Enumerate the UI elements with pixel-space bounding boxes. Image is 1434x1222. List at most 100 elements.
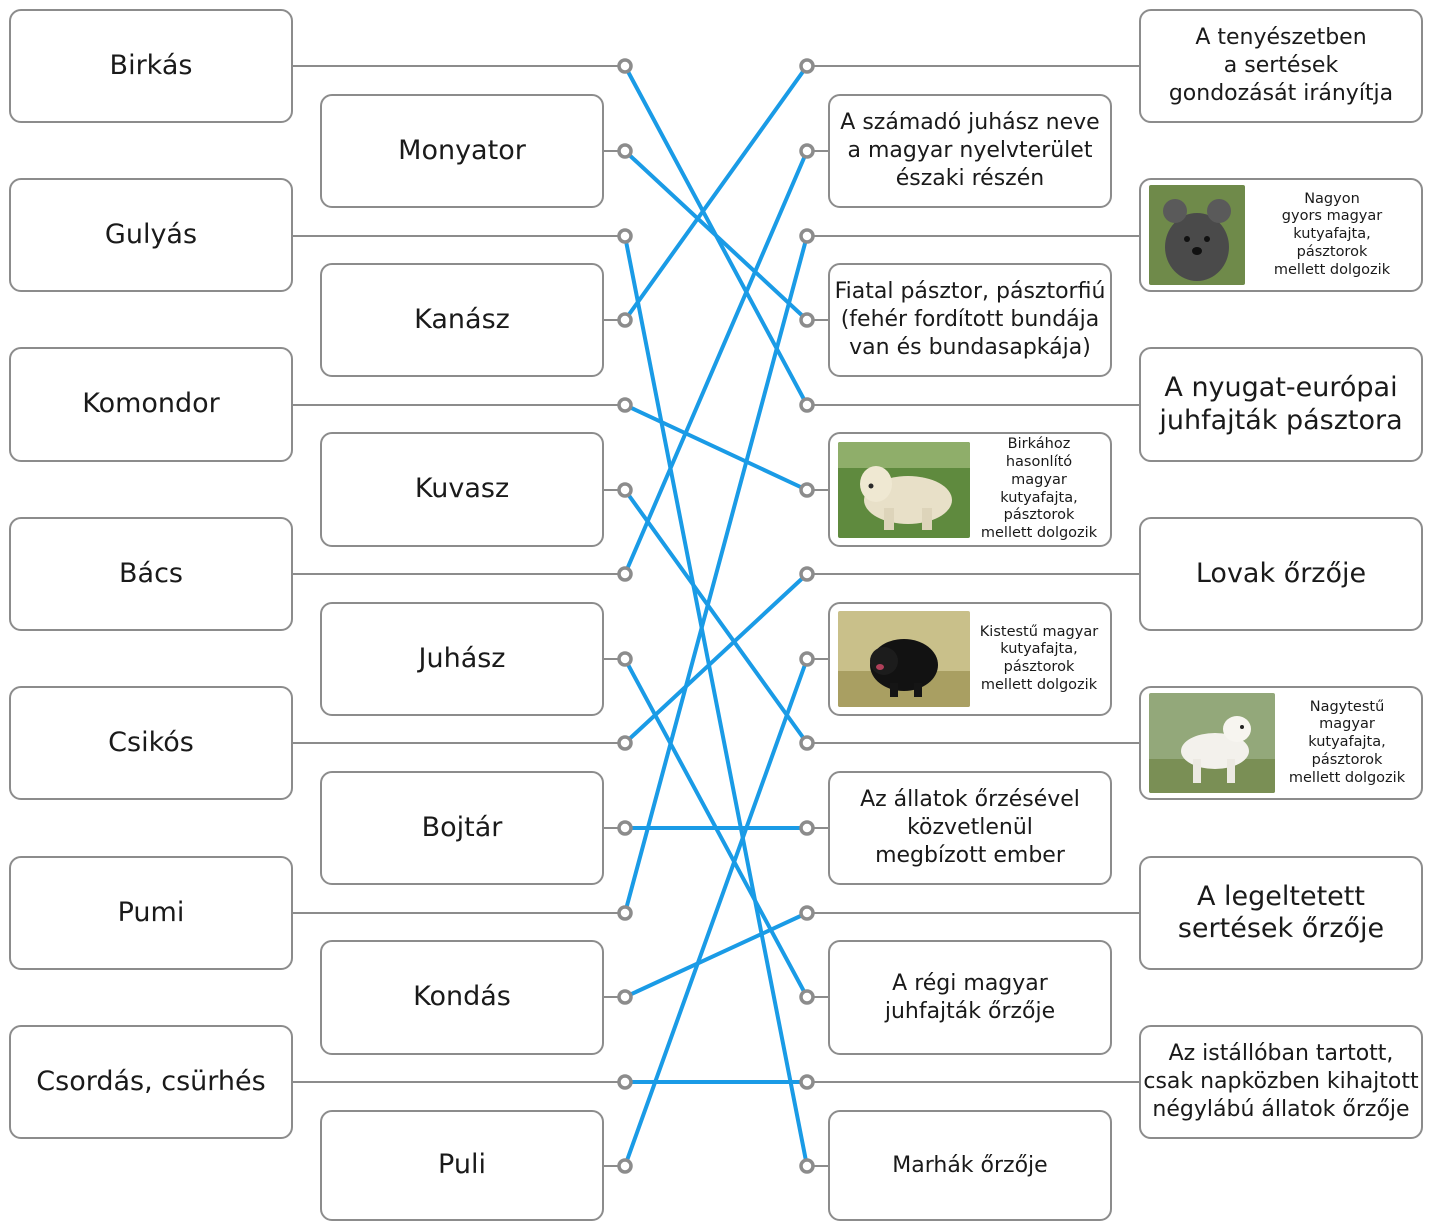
connector-dot [799, 1158, 815, 1174]
connector-dot [617, 905, 633, 921]
card-label: Kistestű magyar kutyafajta, pásztorok me… [979, 623, 1099, 693]
connector-dot [617, 228, 633, 244]
connector-dot [799, 1074, 815, 1090]
mid-card-kuvasz[interactable]: Kuvasz [320, 432, 604, 547]
card-label: Puli [438, 1149, 486, 1181]
mid-right-card-regi-juhfajtak[interactable]: A régi magyar juhfajták őrzője [828, 940, 1112, 1055]
card-label: Csikós [108, 726, 194, 758]
left-card-csordas[interactable]: Csordás, csürhés [9, 1025, 293, 1139]
left-card-bacs[interactable]: Bács [9, 517, 293, 631]
connector-dot [617, 312, 633, 328]
card-label: Az istállóban tartott, csak napközben ki… [1143, 1041, 1419, 1122]
card-label: Komondor [82, 388, 220, 420]
match-lines [623, 64, 809, 1168]
card-label: Birkához hasonlító magyar kutyafajta, pá… [980, 436, 1098, 541]
card-label: A régi magyar juhfajták őrzője [884, 970, 1056, 1024]
connector-dots [617, 58, 815, 1174]
match-line [623, 234, 809, 1168]
card-label: Kanász [414, 303, 510, 335]
right-card-kuvasz-dog[interactable]: Nagytestű magyar kutyafajta, pásztorok m… [1139, 686, 1423, 800]
mid-right-card-puli-dog[interactable]: Kistestű magyar kutyafajta, pásztorok me… [828, 602, 1112, 716]
connector-dot [799, 482, 815, 498]
mid-right-card-kozvetlenul[interactable]: Az állatok őrzésével közvetlenül megbízo… [828, 771, 1112, 885]
left-card-birkas[interactable]: Birkás [9, 9, 293, 123]
connector-dot [799, 820, 815, 836]
mid-card-puli[interactable]: Puli [320, 1110, 604, 1221]
mid-card-monyator[interactable]: Monyator [320, 94, 604, 208]
card-label: Gulyás [104, 218, 198, 250]
mid-card-kanasz[interactable]: Kanász [320, 263, 604, 377]
left-card-csikos[interactable]: Csikós [9, 686, 293, 800]
connector-dot [799, 312, 815, 328]
pumi-dog-photo [1149, 185, 1245, 285]
match-line [623, 657, 809, 1168]
card-label: Birkás [109, 49, 193, 81]
left-card-gulyas[interactable]: Gulyás [9, 178, 293, 292]
card-label: A nyugat-európai juhfajták pásztora [1159, 372, 1403, 436]
match-line [623, 234, 809, 915]
connector-dot [617, 651, 633, 667]
match-line [623, 64, 809, 322]
connector-dot [799, 58, 815, 74]
card-label: Monyator [398, 134, 526, 166]
card-label: Juhász [418, 642, 506, 674]
connector-dot [617, 566, 633, 582]
connector-dot [617, 820, 633, 836]
match-line [623, 149, 809, 322]
match-line [623, 149, 809, 576]
connector-dot [799, 566, 815, 582]
left-card-pumi[interactable]: Pumi [9, 856, 293, 970]
card-label: Nagytestű magyar kutyafajta, pásztorok m… [1288, 698, 1406, 786]
card-label: Kuvasz [414, 473, 510, 505]
card-label: A tenyészetben a sertések gondozását irá… [1168, 25, 1394, 106]
connector-dot [799, 228, 815, 244]
card-label: A számadó juhász neve a magyar nyelvterü… [840, 110, 1100, 191]
mid-right-card-fiatal-pasztor[interactable]: Fiatal pásztor, pásztorfiú (fehér fordít… [828, 263, 1112, 377]
connector-dot [617, 397, 633, 413]
komondor-dog-photo [838, 441, 970, 538]
connector-dot [617, 989, 633, 1005]
kuvasz-dog-photo [1149, 693, 1275, 793]
mid-right-card-marhak[interactable]: Marhák őrzője [828, 1110, 1112, 1221]
connector-dot [617, 482, 633, 498]
right-card-pumi-dog[interactable]: Nagyon gyors magyar kutyafajta, pásztoro… [1139, 178, 1423, 292]
card-label: Pumi [117, 896, 185, 928]
match-line [623, 488, 809, 745]
card-label: Marhák őrzője [892, 1152, 1048, 1178]
connector-dot [617, 735, 633, 751]
right-card-nyugat-europai[interactable]: A nyugat-európai juhfajták pásztora [1139, 347, 1423, 462]
connector-dot [617, 1158, 633, 1174]
right-card-lovak[interactable]: Lovak őrzője [1139, 517, 1423, 631]
mid-card-juhasz[interactable]: Juhász [320, 602, 604, 716]
connector-dot [799, 989, 815, 1005]
connector-dot [799, 143, 815, 159]
match-line [623, 911, 809, 999]
card-label: Lovak őrzője [1195, 557, 1367, 589]
connector-dot [799, 735, 815, 751]
right-card-istalloban[interactable]: Az istállóban tartott, csak napközben ki… [1139, 1025, 1423, 1139]
puli-dog-photo [838, 611, 970, 707]
connector-dot [617, 58, 633, 74]
connector-dot [799, 651, 815, 667]
mid-card-kondas[interactable]: Kondás [320, 940, 604, 1055]
card-label: Az állatok őrzésével közvetlenül megbízo… [860, 787, 1080, 868]
card-label: Bács [119, 557, 183, 589]
card-label: A legeltetett sertések őrzője [1177, 880, 1385, 944]
connector-dot [617, 143, 633, 159]
card-label: Nagyon gyors magyar kutyafajta, pásztoro… [1273, 190, 1391, 278]
connector-dot [617, 1074, 633, 1090]
connector-dot [799, 905, 815, 921]
right-card-tenyeszet[interactable]: A tenyészetben a sertések gondozását irá… [1139, 9, 1423, 123]
mid-right-card-szamado[interactable]: A számadó juhász neve a magyar nyelvterü… [828, 94, 1112, 208]
match-line [623, 403, 809, 492]
right-card-legeltetett[interactable]: A legeltetett sertések őrzője [1139, 856, 1423, 970]
mid-card-bojtar[interactable]: Bojtár [320, 771, 604, 885]
left-card-komondor[interactable]: Komondor [9, 347, 293, 462]
match-line [623, 572, 809, 745]
connector-dot [799, 397, 815, 413]
card-label: Kondás [413, 981, 511, 1013]
card-label: Fiatal pásztor, pásztorfiú (fehér fordít… [834, 279, 1106, 360]
mid-right-card-komondor-dog[interactable]: Birkához hasonlító magyar kutyafajta, pá… [828, 432, 1112, 547]
card-label: Bojtár [421, 811, 503, 843]
